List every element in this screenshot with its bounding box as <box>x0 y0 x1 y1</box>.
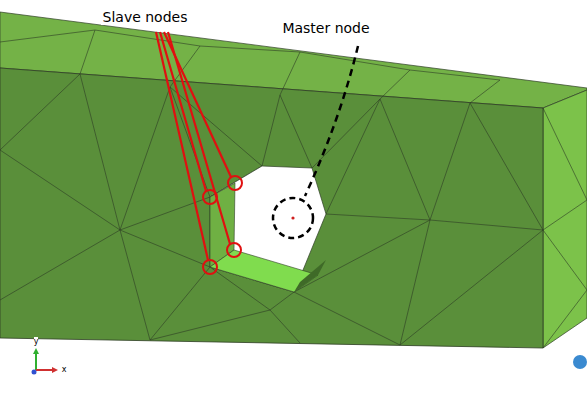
callout-label: Slave nodes <box>101 9 190 25</box>
callout-label: Master node <box>280 20 371 36</box>
side-face <box>543 90 587 348</box>
logo-mark <box>573 355 587 369</box>
hole-opening <box>210 166 326 292</box>
master-node <box>291 216 294 219</box>
leader-lines <box>156 32 231 260</box>
mesh-lines <box>0 30 587 348</box>
axis-triad <box>32 348 59 375</box>
leader-line <box>305 46 358 196</box>
axis-label: y <box>34 337 39 346</box>
axis-label: x <box>62 365 67 374</box>
hole-shadow <box>294 260 326 292</box>
master-marker <box>273 198 313 238</box>
front-face <box>0 68 543 348</box>
